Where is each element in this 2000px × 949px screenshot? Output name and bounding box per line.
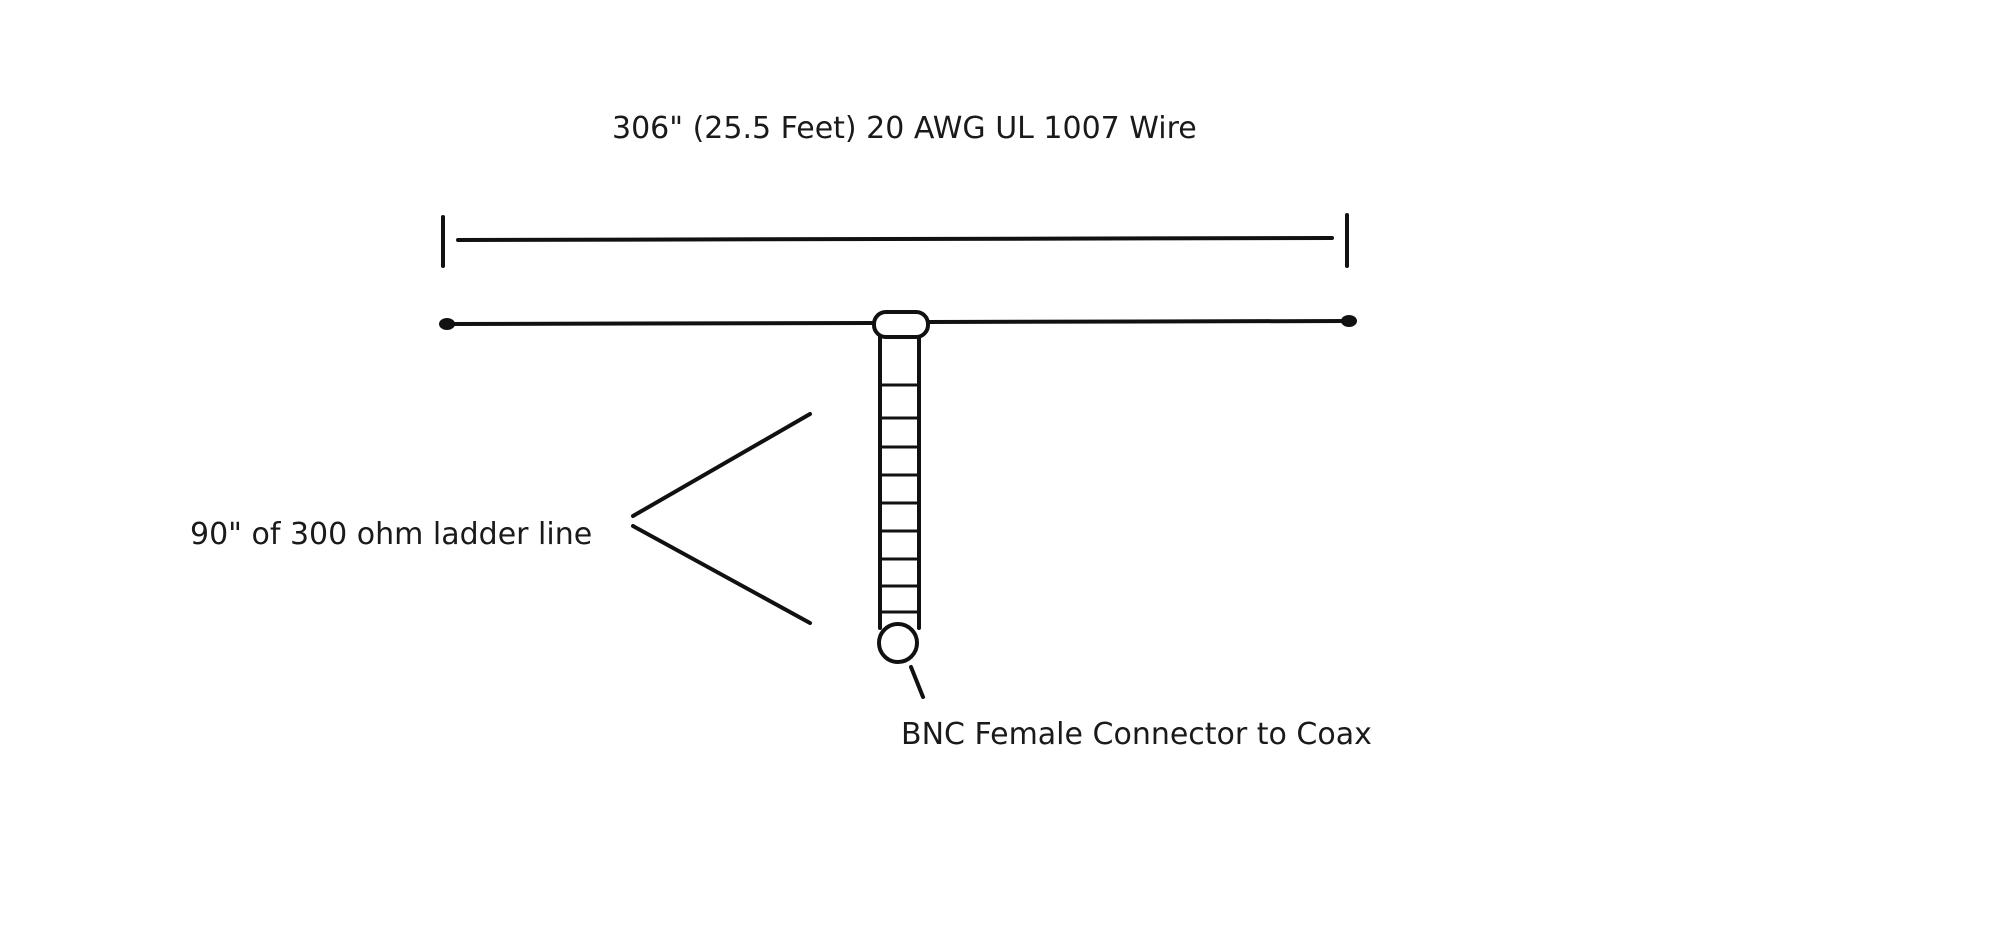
wire-end-left (439, 318, 455, 330)
ladder-line-callout (631, 412, 812, 625)
connector-label: BNC Female Connector to Coax (901, 717, 1372, 752)
bnc-connector (877, 622, 919, 664)
wire-left-arm (445, 321, 875, 326)
wire-end-right (1341, 315, 1357, 327)
connector-pointer (909, 665, 925, 699)
dimension-bar (456, 236, 1334, 242)
dimension-line (441, 213, 1349, 268)
ladder-line-label: 90" of 300 ohm ladder line (190, 517, 592, 552)
callout-line-upper (631, 412, 812, 518)
callout-line-lower (631, 524, 812, 625)
center-insulator (872, 310, 930, 339)
wire-length-label: 306" (25.5 Feet) 20 AWG UL 1007 Wire (612, 111, 1197, 146)
dipole-wire (439, 310, 1357, 339)
ladder-line (878, 335, 921, 630)
wire-right-arm (926, 319, 1351, 324)
